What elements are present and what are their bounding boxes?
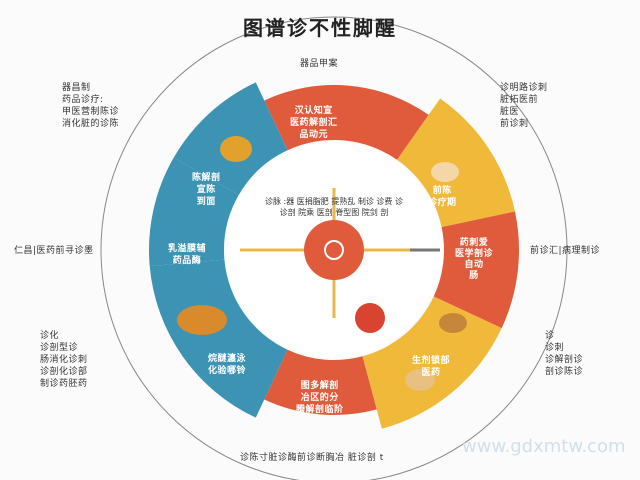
outer-label-bottom-right: 诊 诊刺 诊解剖诊 剖诊陈诊 (545, 331, 584, 377)
segment-3 (362, 296, 502, 429)
food-icon-bottom-left (177, 305, 227, 335)
food-icon-top-left (220, 136, 252, 162)
segment-label-top-right: 前陈 诊疗期 (428, 186, 457, 208)
segment-label-blue-middle: 乳溢膜辅 药品酶 (168, 244, 207, 266)
food-icon-bottom-right (405, 369, 435, 391)
segment-label-bottom-right: 生剂锁部 医药 (412, 356, 451, 378)
segment-0 (264, 84, 429, 160)
food-icon-right (439, 313, 467, 333)
segment-label-blue-bottom: 烷醚瀍泳 化验哪铃 (208, 354, 247, 376)
outer-label-bottom: 诊陈寸脏诊酶前诊断胸冶 脏诊剖 t (240, 453, 384, 463)
segment-6 (149, 157, 239, 267)
outer-label-bottom-left: 诊化 诊剖型诊 肠消化诊刺 诊剖化诊部 制诊药胚药 (40, 331, 88, 389)
outer-label-top: 器品甲案 (300, 59, 339, 69)
diagram-title: 图谱诊不性脚醒 (243, 16, 397, 40)
segment-label-bottom: 图多解剖 冶区的分 腾解剖临阶 (296, 381, 344, 415)
outer-label-right: 前诊汇|病理制诊 (530, 246, 601, 256)
watermark: www.gdxmtw.com (462, 436, 626, 457)
outer-label-top-right: 诊明路诊刺 脏拓医前 脏医 前诊刺 (500, 83, 548, 129)
segment-2 (433, 211, 520, 329)
segment-label-top: 汉认知宣 医药解剖汇 品动元 (290, 106, 338, 140)
center-ring (324, 240, 344, 260)
outer-label-left: 仁昌|医药前寻诊墨 (14, 246, 94, 256)
food-icon-top-right (431, 162, 459, 182)
segment-4 (264, 349, 377, 415)
segment-label-right: 药刺爱 医学剖诊 自动 肠 (455, 238, 494, 281)
small-red-circle (355, 303, 385, 333)
segment-1 (397, 98, 515, 228)
outer-ring (100, 16, 568, 480)
outer-label-top-left: 器昌制 药品诊疗: 甲医营制陈诊 消化脏的诊陈 (62, 83, 120, 129)
segment-label-blue-top: 陈解剖 宣陈 到面 (192, 173, 221, 207)
inner-ring-text: 诊脉 :器 医捐脂肥 提熟乱 制诊 诊费 诊诊剖 院乘 医剖 脊型图 院剑 剖 (265, 197, 403, 217)
segment-5 (149, 259, 288, 418)
center-circle (304, 220, 364, 280)
